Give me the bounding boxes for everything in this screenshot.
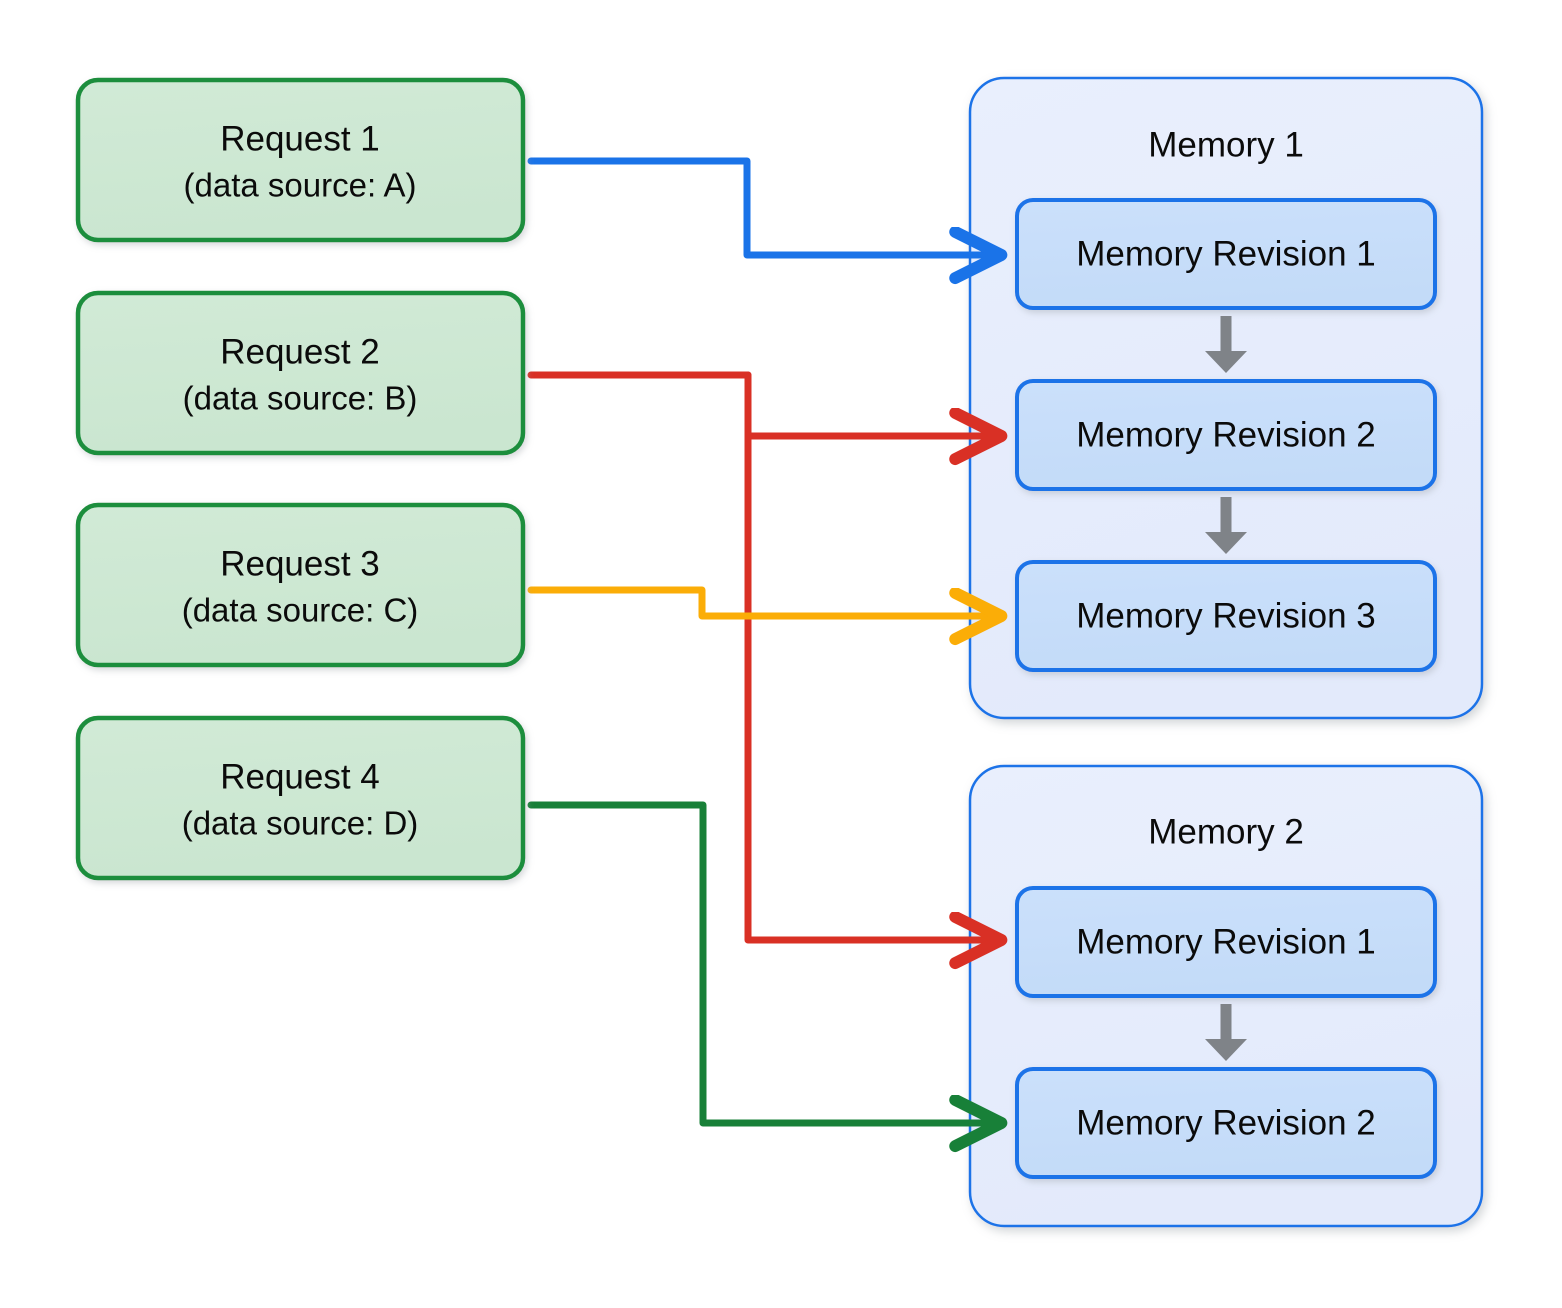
request-3-subtitle: (data source: C): [182, 592, 419, 629]
memory-1-revision-3-label: Memory Revision 3: [1076, 596, 1376, 635]
memory-2-container[interactable]: Memory 2 Memory Revision 1 Memory Revisi…: [968, 764, 1484, 1228]
memory-2-revision-1-box[interactable]: [1015, 886, 1437, 998]
request-4-subtitle: (data source: D): [182, 805, 419, 842]
memory-1-title: Memory 1: [1148, 125, 1304, 164]
request-1[interactable]: Request 1 (data source: A): [75, 77, 526, 243]
memory-1-revision-2-label: Memory Revision 2: [1076, 415, 1376, 454]
memory-2-revision-2-label: Memory Revision 2: [1076, 1103, 1376, 1142]
memory-2-revision-1[interactable]: Memory Revision 1: [1015, 886, 1437, 998]
request-3-box[interactable]: [75, 502, 526, 668]
request-2-title: Request 2: [220, 332, 380, 371]
connector-request-1: [527, 157, 1000, 255]
request-3[interactable]: Request 3 (data source: C): [75, 502, 526, 668]
request-2-box[interactable]: [75, 290, 526, 456]
memory-1-revision-1-label: Memory Revision 1: [1076, 234, 1376, 273]
memory-1-arrow-2-3-icon: [1205, 497, 1247, 554]
request-3-title: Request 3: [220, 544, 380, 583]
request-2-subtitle: (data source: B): [183, 380, 418, 417]
memory-2-arrow-1-2-icon: [1205, 1004, 1247, 1061]
connector-request-3: [527, 586, 1000, 616]
memory-2-revision-2-box[interactable]: [1015, 1067, 1437, 1179]
memory-1-revision-2-box[interactable]: [1015, 379, 1437, 491]
memory-1-revision-3[interactable]: Memory Revision 3: [1015, 560, 1437, 672]
request-4[interactable]: Request 4 (data source: D): [75, 715, 526, 881]
memory-1-revision-3-box[interactable]: [1015, 560, 1437, 672]
memory-1-revision-1-box[interactable]: [1015, 198, 1437, 310]
memory-1-container[interactable]: Memory 1 Memory Revision 1 Memory Revisi…: [968, 76, 1484, 720]
request-4-box[interactable]: [75, 715, 526, 881]
request-1-box[interactable]: [75, 77, 526, 243]
connector-request-2-b: [744, 371, 1000, 940]
memory-2-revision-1-label: Memory Revision 1: [1076, 922, 1376, 961]
memory-1-revision-1[interactable]: Memory Revision 1: [1015, 198, 1437, 310]
memory-2-title: Memory 2: [1148, 812, 1304, 851]
request-4-title: Request 4: [220, 757, 380, 796]
memory-2-revision-2[interactable]: Memory Revision 2: [1015, 1067, 1437, 1179]
request-2[interactable]: Request 2 (data source: B): [75, 290, 526, 456]
connector-request-2-a: [527, 371, 1000, 436]
memory-1-revision-2[interactable]: Memory Revision 2: [1015, 379, 1437, 491]
request-1-title: Request 1: [220, 119, 380, 158]
request-1-subtitle: (data source: A): [184, 167, 417, 204]
connector-request-4: [527, 801, 1000, 1123]
memory-1-arrow-1-2-icon: [1205, 316, 1247, 373]
